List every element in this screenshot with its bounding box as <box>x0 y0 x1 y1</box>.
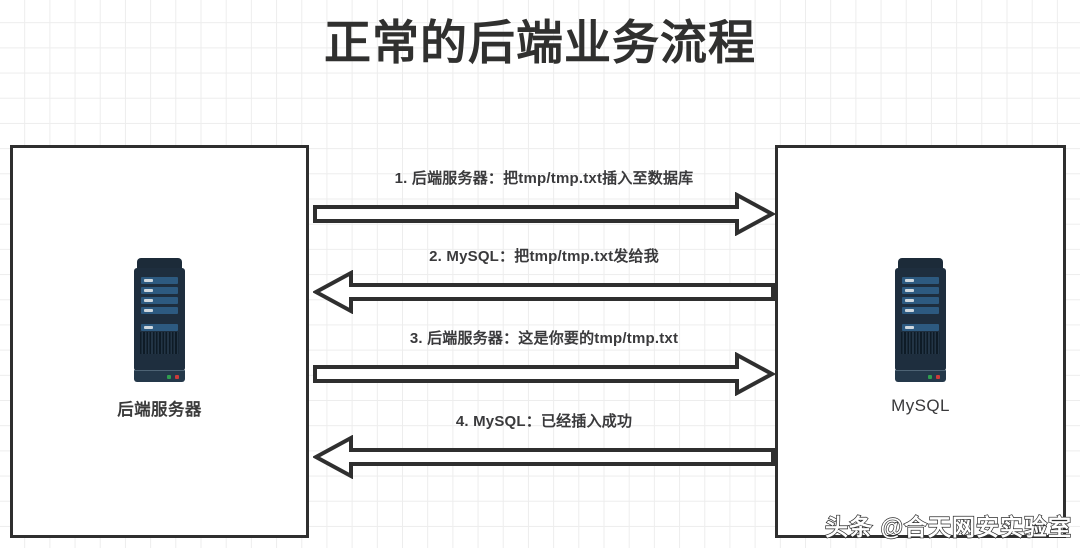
status-led-red-icon <box>175 375 179 379</box>
drive-bay <box>902 307 939 314</box>
message-arrow-2[interactable]: 2. MySQL：把tmp/tmp.txt发给我 <box>313 248 775 314</box>
drive-bay <box>902 297 939 304</box>
drive-bay <box>141 307 178 314</box>
drive-bay-gap <box>902 317 939 321</box>
server-base <box>895 370 946 382</box>
node-backend-content: 后端服务器 <box>13 258 306 420</box>
drive-bay <box>902 287 939 294</box>
watermark: 头条 @合天网安实验室 <box>824 513 1072 540</box>
power-led-green-icon <box>167 375 171 379</box>
message-label-4: 4. MySQL：已经插入成功 <box>455 413 633 430</box>
server-tower-icon <box>134 258 185 382</box>
message-arrow-4[interactable]: 4. MySQL：已经插入成功 <box>313 413 775 479</box>
message-label-2: 2. MySQL：把tmp/tmp.txt发给我 <box>429 248 659 265</box>
drive-bay <box>902 277 939 284</box>
message-arrow-1[interactable]: 1. 后端服务器：把tmp/tmp.txt插入至数据库 <box>313 170 775 236</box>
node-mysql-label: MySQL <box>891 396 950 415</box>
server-top <box>898 258 943 269</box>
server-vents <box>140 332 179 354</box>
drive-bay <box>141 324 178 331</box>
drive-bay <box>141 277 178 284</box>
arrow-left-icon <box>313 435 775 479</box>
server-top <box>137 258 182 269</box>
arrow-right-icon <box>313 352 775 396</box>
node-mysql-content: MySQL <box>778 258 1063 416</box>
arrow-right-icon <box>313 192 775 236</box>
server-vents <box>901 332 940 354</box>
drive-bay <box>141 297 178 304</box>
page-title: 正常的后端业务流程 <box>324 16 756 69</box>
server-tower-icon <box>895 258 946 382</box>
drive-bay <box>141 287 178 294</box>
message-arrow-3[interactable]: 3. 后端服务器：这是你要的tmp/tmp.txt <box>313 330 775 396</box>
node-backend-label: 后端服务器 <box>117 401 202 419</box>
drive-bay-gap <box>141 317 178 321</box>
arrow-left-icon <box>313 270 775 314</box>
server-base <box>134 370 185 382</box>
drive-bay <box>902 324 939 331</box>
node-mysql[interactable]: MySQL <box>775 145 1066 538</box>
power-led-green-icon <box>928 375 932 379</box>
node-backend-server[interactable]: 后端服务器 <box>10 145 309 538</box>
status-led-red-icon <box>936 375 940 379</box>
message-label-1: 1. 后端服务器：把tmp/tmp.txt插入至数据库 <box>394 170 694 187</box>
message-label-3: 3. 后端服务器：这是你要的tmp/tmp.txt <box>409 330 679 347</box>
